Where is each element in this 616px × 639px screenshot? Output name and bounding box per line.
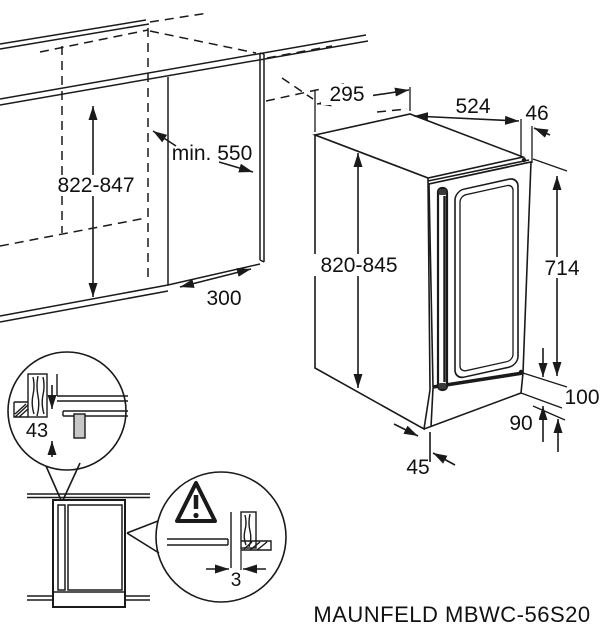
model-name: MAUNFELD MBWC-56S20 bbox=[313, 602, 590, 627]
dim-arrow-door-thickness bbox=[533, 127, 551, 138]
door-glass-frame bbox=[454, 178, 519, 379]
door-thickness-label: 46 bbox=[525, 102, 548, 125]
door-height-label: 714 bbox=[544, 257, 579, 280]
plinth-min-label: 90 bbox=[509, 412, 532, 435]
dim-arrow-recess-right bbox=[432, 452, 456, 466]
wood-grain bbox=[243, 513, 252, 548]
hidden-lines bbox=[0, 12, 408, 283]
dim-line-clearance bbox=[179, 268, 252, 288]
detail-callout-gap bbox=[126, 471, 287, 603]
fixing-bracket bbox=[73, 413, 86, 439]
wood-grain bbox=[31, 375, 45, 417]
door-handle bbox=[436, 186, 449, 392]
cabinet-panel-wood bbox=[240, 511, 257, 549]
fixing-section bbox=[13, 373, 128, 439]
label-bg bbox=[504, 413, 539, 433]
side-gap-label: 3 bbox=[231, 570, 242, 591]
warning-triangle-icon bbox=[175, 481, 217, 523]
door-hinge-dot-top bbox=[521, 157, 527, 163]
plan-door-gap-strip bbox=[57, 504, 66, 591]
label-bg bbox=[321, 84, 373, 105]
end-grain-hatch bbox=[241, 540, 272, 551]
dim-arrow-min-depth-right bbox=[218, 161, 254, 173]
plinth-max-label: 100 bbox=[564, 386, 599, 409]
cooler-left-panel bbox=[314, 133, 431, 431]
ref-lines-door-height bbox=[522, 158, 568, 388]
plan-walls bbox=[27, 493, 150, 601]
height-label: 820-845 bbox=[320, 254, 397, 277]
appliance-side-lines bbox=[167, 512, 232, 568]
detail-callout-fixing bbox=[7, 351, 128, 501]
side-panel-wood bbox=[27, 373, 48, 418]
cooler-base bbox=[423, 372, 524, 462]
ext-lines-width bbox=[314, 87, 411, 132]
dim-arrow-min-depth-left bbox=[152, 130, 177, 147]
niche-dimensions bbox=[88, 106, 254, 297]
width-label: 295 bbox=[329, 83, 364, 106]
depth-label: 524 bbox=[455, 95, 490, 118]
niche-drawing bbox=[0, 12, 408, 323]
worktop-layers bbox=[56, 374, 128, 417]
label-bg bbox=[52, 175, 141, 196]
counter-lines bbox=[0, 19, 369, 323]
ref-lines-plinth bbox=[520, 392, 566, 421]
plan-view bbox=[27, 493, 150, 608]
dim-arrow-recess-left bbox=[393, 423, 419, 437]
plan-inner-box bbox=[67, 504, 123, 591]
worktop-end-grain bbox=[13, 401, 29, 418]
callout-circle bbox=[155, 471, 287, 603]
plan-appliance-outline bbox=[52, 499, 126, 608]
niche-clearance-label: 300 bbox=[206, 287, 241, 310]
door-hinge-dot-bottom bbox=[518, 369, 524, 375]
gap-section bbox=[167, 511, 272, 570]
wine-cooler-drawing bbox=[312, 113, 532, 462]
fixing-height-label: 43 bbox=[26, 420, 48, 442]
label-bg bbox=[540, 257, 583, 278]
callout-tail bbox=[126, 520, 160, 554]
base-recess-label: 45 bbox=[406, 456, 429, 479]
niche-height-label: 822-847 bbox=[57, 174, 134, 197]
dim-line-depth bbox=[413, 112, 520, 125]
niche-depth-label: min. 550 bbox=[172, 142, 253, 165]
label-bg bbox=[314, 254, 404, 276]
